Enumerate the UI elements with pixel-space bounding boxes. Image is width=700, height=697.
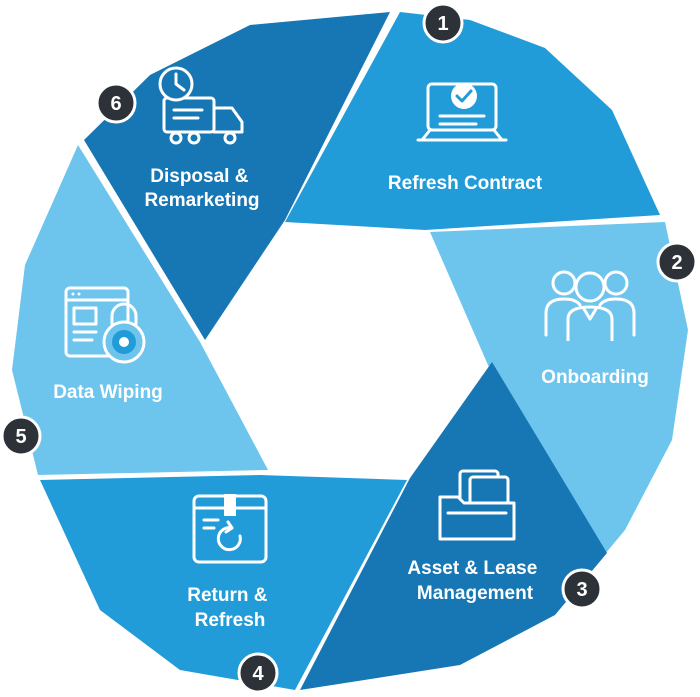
stage-4-badge: 4 [237, 652, 279, 694]
contract-laptop-icon [416, 82, 508, 142]
stage-6-label: Disposal & Remarketing [144, 166, 259, 211]
stage-2-badge: 2 [656, 241, 698, 283]
stage-2-segment [430, 222, 688, 560]
svg-text:2: 2 [671, 252, 682, 274]
delivery-truck-icon [158, 66, 244, 145]
svg-text:3: 3 [576, 579, 587, 601]
stage-4-label: Return & Refresh [187, 585, 273, 631]
stage-1-label: Refresh Contract [388, 173, 543, 194]
stage-2-label: Onboarding [541, 367, 649, 388]
stage-3-badge: 3 [561, 568, 603, 610]
svg-text:6: 6 [110, 93, 121, 115]
stage-6-segment [84, 12, 390, 340]
svg-text:4: 4 [252, 663, 264, 685]
team-people-icon [544, 270, 636, 341]
svg-text:1: 1 [437, 13, 448, 35]
stage-3-label: Asset & Lease Management [407, 558, 542, 604]
stage-5-badge: 5 [0, 415, 42, 457]
folder-documents-icon [438, 469, 516, 541]
stage-5-label: Data Wiping [53, 382, 163, 403]
box-return-icon [192, 494, 268, 564]
stage-6-badge: 6 [95, 82, 137, 124]
stage-1-segment [285, 12, 660, 230]
stage-1-badge: 1 [422, 2, 464, 44]
stage-4-segment [40, 475, 407, 690]
data-lock-icon [64, 286, 146, 364]
stage-5-segment [12, 145, 268, 475]
svg-text:5: 5 [15, 426, 26, 448]
